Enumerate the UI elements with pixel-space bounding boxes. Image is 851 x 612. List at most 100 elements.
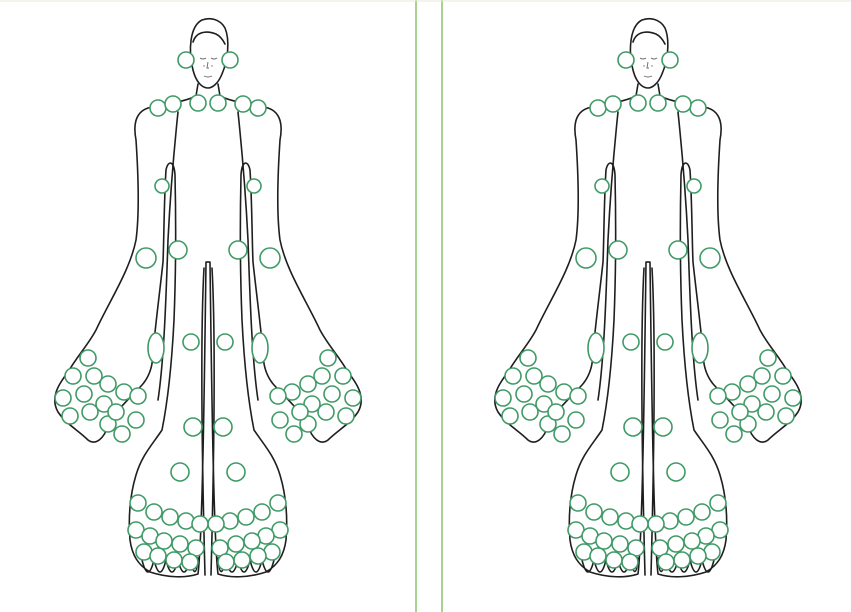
toe-joint-left [690,548,706,564]
ankle-joint-left [667,463,685,481]
ankle-joint-right [611,463,629,481]
sternoclavicular-joint-right [190,95,206,111]
toe-joint-right [182,554,198,570]
toe-joint-left [218,554,234,570]
toe-joint-right [156,533,172,549]
finger-joint-right [570,388,586,404]
shoulder-joint-right [150,100,166,116]
sacroiliac-joint-left [657,334,673,350]
wrist-joint-right [588,333,604,363]
finger-joint-left [712,412,728,428]
acromioclavicular-joint-right [605,96,621,112]
ankle-joint-left [227,463,245,481]
sacroiliac-joint-left [217,334,233,350]
sacroiliac-joint-right [623,334,639,350]
finger-joint-right [505,368,521,384]
finger-joint-right [540,376,556,392]
finger-joint-left [775,368,791,384]
toe-joint-right [192,516,208,532]
wrist-joint-left [252,333,268,363]
finger-joint-left [292,404,308,420]
toe-joint-left [678,509,694,525]
finger-joint-right [62,408,78,424]
acromioclavicular-joint-right [165,96,181,112]
toe-joint-right [162,509,178,525]
hip-joint-right [169,241,187,259]
toe-joint-right [632,516,648,532]
jaw-joint-left [662,52,678,68]
toe-joint-right [130,495,146,511]
toe-joint-left [694,504,710,520]
elbow-joint-left [700,248,720,268]
sternoclavicular-joint-left [650,95,666,111]
elbow-joint-right [136,248,156,268]
freckle [211,65,212,66]
toe-joint-right [586,504,602,520]
finger-joint-left [286,426,302,442]
toe-joint-right [570,495,586,511]
knee-joint-left [214,418,232,436]
acromioclavicular-joint-left [235,96,251,112]
toe-joint-left [254,504,270,520]
finger-joint-left [335,368,351,384]
finger-joint-left [732,404,748,420]
toe-joint-left [668,536,684,552]
knee-joint-right [184,418,202,436]
finger-joint-right [568,412,584,428]
finger-joint-left [270,388,286,404]
hip-joint-left [229,241,247,259]
sternoclavicular-joint-right [630,95,646,111]
finger-joint-right [76,386,92,402]
freckle [203,65,204,66]
finger-joint-left [760,350,776,366]
knee-joint-right [624,418,642,436]
hip-joint-right [609,241,627,259]
finger-joint-right [554,426,570,442]
finger-joint-left [785,390,801,406]
sacroiliac-joint-right [183,334,199,350]
toe-joint-right [622,554,638,570]
toe-joint-left [270,495,286,511]
elbow-joint-left [687,179,701,193]
finger-joint-right [108,404,124,420]
finger-joint-right [128,412,144,428]
elbow-joint-right [576,248,596,268]
toe-joint-right [602,509,618,525]
finger-joint-left [324,386,340,402]
shoulder-joint-left [690,100,706,116]
finger-joint-right [65,368,81,384]
jaw-joint-right [618,52,634,68]
toe-joint-right [590,548,606,564]
wrist-joint-left [692,333,708,363]
finger-joint-right [495,390,511,406]
finger-joint-left [726,426,742,442]
finger-joint-right [502,408,518,424]
finger-joint-right [55,390,71,406]
finger-joint-right [130,388,146,404]
finger-joint-right [100,376,116,392]
finger-joint-left [345,390,361,406]
elbow-joint-right [595,179,609,193]
ankle-joint-right [171,463,189,481]
finger-joint-left [272,412,288,428]
toe-joint-right [150,548,166,564]
knee-joint-left [654,418,672,436]
finger-joint-left [710,388,726,404]
shoulder-joint-left [250,100,266,116]
finger-joint-right [520,350,536,366]
acromioclavicular-joint-left [675,96,691,112]
sternoclavicular-joint-left [210,95,226,111]
elbow-joint-right [155,179,169,193]
finger-joint-left [764,386,780,402]
toe-joint-left [250,548,266,564]
toe-joint-left [710,495,726,511]
freckle [643,65,644,66]
toe-joint-right [606,552,622,568]
finger-joint-right [516,386,532,402]
jaw-joint-left [222,52,238,68]
finger-joint-left [740,376,756,392]
toe-joint-left [208,516,224,532]
finger-joint-left [300,376,316,392]
